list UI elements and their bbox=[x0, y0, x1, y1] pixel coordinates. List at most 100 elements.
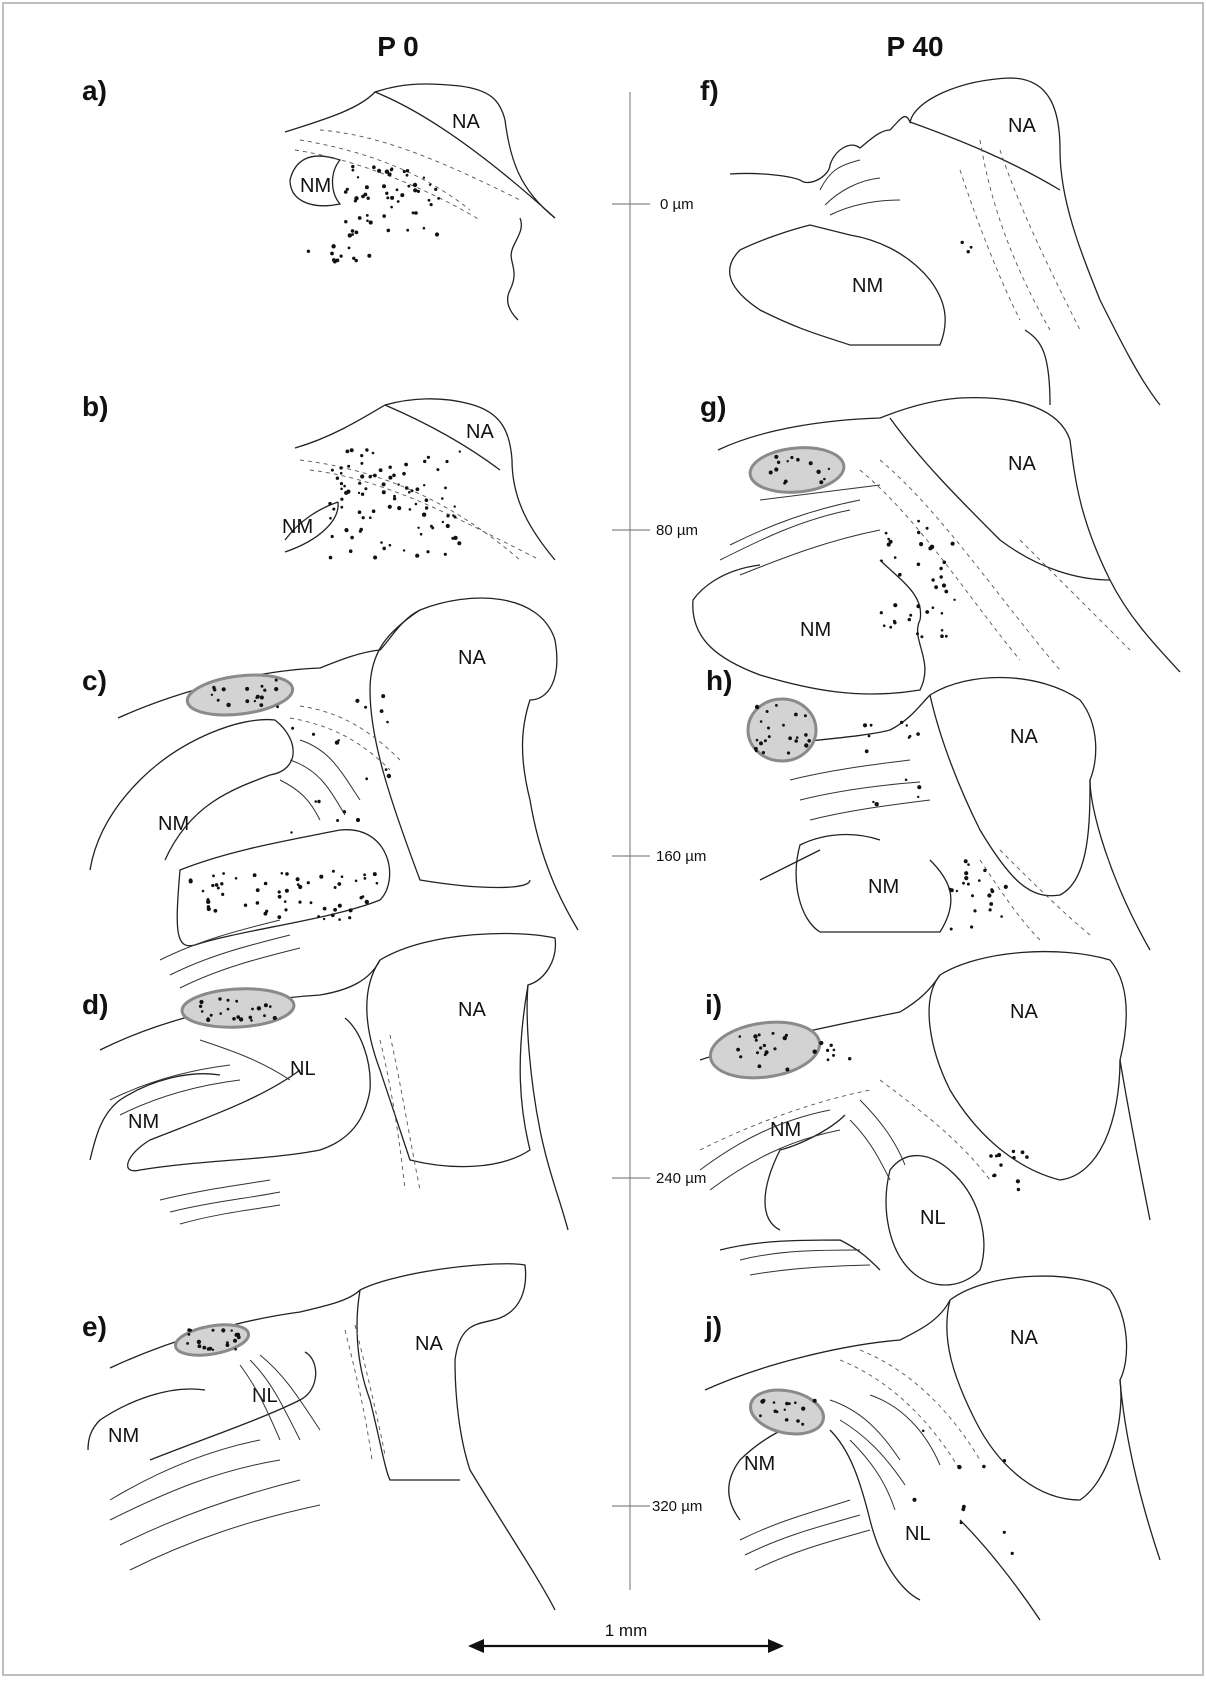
fiber-strands bbox=[160, 1180, 280, 1224]
region-label-nm: NM bbox=[300, 175, 331, 197]
labeled-cell-dot bbox=[344, 220, 347, 223]
labeled-cell-dot bbox=[784, 480, 788, 484]
labeled-cell-dot bbox=[1003, 1459, 1006, 1462]
highlight-region bbox=[748, 444, 845, 496]
labeled-cell-dot bbox=[382, 184, 386, 188]
labeled-cell-dot bbox=[417, 527, 419, 529]
labeled-cell-dot bbox=[390, 206, 393, 209]
labeled-cell-dot bbox=[379, 468, 383, 472]
labeled-cell-dot bbox=[212, 875, 215, 878]
labeled-cell-dot bbox=[917, 531, 920, 534]
section-outline bbox=[960, 1520, 1040, 1620]
labeled-cell-dot bbox=[351, 165, 354, 168]
labeled-cell-dot bbox=[940, 575, 943, 578]
panel-h: h) NA NM bbox=[706, 665, 1150, 950]
fiber-dashed bbox=[880, 1080, 990, 1180]
labeled-cell-dot bbox=[971, 894, 974, 897]
labeled-cell-dot bbox=[423, 460, 426, 463]
labeled-cell-dot bbox=[764, 739, 767, 742]
fiber-strands bbox=[110, 1040, 290, 1115]
labeled-cell-dot bbox=[222, 687, 226, 691]
labeled-cell-dot bbox=[188, 1333, 191, 1336]
labeled-cell-dot bbox=[787, 751, 790, 754]
labeled-cell-dot bbox=[828, 468, 830, 470]
labeled-cell-dot bbox=[189, 879, 193, 883]
labeled-cell-dot bbox=[941, 629, 944, 632]
labeled-cell-dot bbox=[967, 250, 970, 253]
labeled-cell-dot bbox=[773, 1047, 776, 1050]
labeled-cell-dot bbox=[956, 890, 958, 892]
labeled-cell-dot bbox=[408, 491, 411, 494]
labeled-cell-dot bbox=[416, 487, 420, 491]
region-label-nm: NM bbox=[868, 876, 899, 898]
labeled-cell-dot bbox=[331, 469, 334, 472]
labeled-cell-dot bbox=[794, 739, 798, 743]
labeled-cell-dot bbox=[423, 177, 425, 179]
labeled-cell-dot bbox=[446, 524, 450, 528]
labeled-cell-dot bbox=[189, 1329, 192, 1332]
labeled-cell-dot bbox=[387, 774, 391, 778]
labeled-cell-dot bbox=[221, 1328, 225, 1332]
labeled-cell-dot bbox=[962, 882, 965, 885]
labeled-cell-dot bbox=[796, 736, 799, 739]
labeled-cell-dot bbox=[409, 508, 412, 511]
fiber-strands bbox=[700, 1100, 905, 1190]
panel-a: a) NA NM bbox=[82, 75, 555, 320]
section-outline bbox=[705, 1300, 950, 1390]
labeled-cell-dot bbox=[231, 1329, 233, 1331]
labeled-cell-dot bbox=[801, 1423, 804, 1426]
nl-outline bbox=[177, 830, 389, 946]
labeled-cell-dot bbox=[941, 612, 944, 615]
labeled-cell-dot bbox=[922, 1430, 925, 1433]
labeled-cell-dot bbox=[264, 1003, 268, 1007]
labeled-cell-dot bbox=[363, 873, 366, 876]
labeled-cell-dot bbox=[813, 1399, 817, 1403]
labeled-cell-dot bbox=[385, 768, 388, 771]
labeled-cell-dot bbox=[435, 232, 439, 236]
labeled-cell-dot bbox=[337, 882, 341, 886]
labeled-cell-dot bbox=[940, 634, 944, 638]
labeled-cell-dot bbox=[281, 872, 284, 875]
labeled-cell-dot bbox=[819, 1041, 823, 1045]
panel-g: g) NA NM bbox=[693, 391, 1180, 694]
section-outline bbox=[760, 850, 820, 880]
labeled-cell-dot bbox=[973, 909, 976, 912]
labeled-cell-dot bbox=[452, 514, 455, 517]
labeled-cell-dot bbox=[329, 517, 332, 520]
labeled-cell-dot bbox=[263, 1014, 266, 1017]
labeled-cell-dot bbox=[365, 448, 368, 451]
labeled-cell-dot bbox=[794, 1401, 797, 1404]
labeled-cell-dot bbox=[942, 583, 946, 587]
labeled-cell-dot bbox=[213, 688, 216, 691]
fiber-strands bbox=[280, 740, 360, 820]
labeled-cell-dot bbox=[265, 910, 268, 913]
labeled-cell-dot bbox=[340, 482, 343, 485]
panel-b: b) NA NM bbox=[82, 391, 555, 560]
fiber-dashed bbox=[290, 718, 390, 770]
labeled-cell-dot bbox=[202, 890, 205, 893]
labeled-cell-dot bbox=[953, 599, 955, 601]
labeled-cell-dot bbox=[355, 231, 359, 235]
fiber-dashed bbox=[1000, 850, 1090, 935]
labeled-cell-dot bbox=[340, 498, 343, 501]
labeled-cell-dot bbox=[796, 1419, 800, 1423]
labeled-cell-dot bbox=[894, 556, 897, 559]
labeled-cell-dot bbox=[253, 873, 257, 877]
labeled-cell-dot bbox=[997, 1153, 1001, 1157]
labeled-cell-dot bbox=[380, 709, 384, 713]
labeled-cell-dot bbox=[360, 896, 363, 899]
labeled-cell-dot bbox=[331, 535, 334, 538]
panel-c: c) NA NM bbox=[82, 598, 578, 988]
labeled-cell-dot bbox=[804, 714, 807, 717]
labeled-cell-dot bbox=[906, 724, 908, 726]
fiber-dashed bbox=[880, 460, 1060, 670]
labeled-cell-dot bbox=[245, 699, 249, 703]
labeled-cell-dot bbox=[323, 918, 325, 920]
highlight-region bbox=[181, 986, 295, 1030]
labeled-cell-dot bbox=[202, 1346, 206, 1350]
labeled-cell-dot bbox=[338, 918, 341, 921]
labeled-cell-dot bbox=[813, 1050, 817, 1054]
labeled-cell-dot bbox=[833, 1049, 836, 1052]
labeled-cell-dot bbox=[354, 199, 357, 202]
labeled-cell-dot bbox=[211, 884, 214, 887]
